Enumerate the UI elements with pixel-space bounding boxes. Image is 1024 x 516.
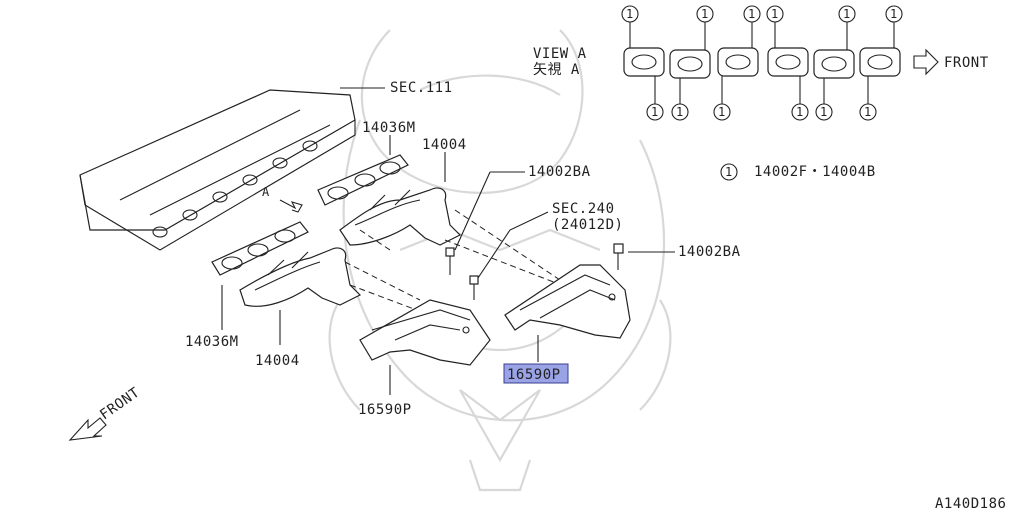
svg-text:1: 1 [843, 7, 850, 21]
gasket-row[interactable] [623, 47, 901, 79]
view-a-jp: 矢視 A [533, 62, 580, 78]
front-arrow-top: FRONT [913, 48, 989, 76]
label-14004-bottom[interactable]: 14004 [255, 353, 300, 369]
svg-text:FRONT: FRONT [97, 385, 143, 424]
svg-text:1: 1 [626, 7, 633, 21]
svg-text:1: 1 [771, 7, 778, 21]
label-sec-240-sub[interactable]: (24012D) [552, 217, 623, 233]
label-sec-240[interactable]: SEC.240 [552, 201, 615, 217]
gasket-14036m-top[interactable] [317, 154, 409, 206]
svg-text:1: 1 [651, 105, 658, 119]
assembly-dashed-lines [344, 209, 601, 331]
exhaust-manifold-14004-top[interactable] [339, 187, 462, 246]
cylinder-head[interactable] [79, 89, 356, 251]
label-16590p-right-selected[interactable]: 16590P [507, 367, 561, 383]
svg-text:1: 1 [864, 105, 871, 119]
svg-text:FRONT: FRONT [944, 55, 989, 71]
view-a-arrow: A [262, 185, 303, 213]
bolt-14002ba-left[interactable] [445, 247, 455, 275]
label-14004-top[interactable]: 14004 [422, 137, 467, 153]
svg-text:1: 1 [796, 105, 803, 119]
view-a-gaskets: 1 1 1 1 1 1 1 1 1 1 1 1 [621, 5, 903, 121]
svg-text:A: A [262, 185, 270, 199]
svg-text:1: 1 [820, 105, 827, 119]
heat-shield-16590p-right[interactable] [504, 264, 631, 339]
heat-shield-16590p-left[interactable] [359, 299, 491, 366]
label-16590p-left[interactable]: 16590P [358, 402, 412, 418]
label-sec-111[interactable]: SEC.111 [390, 80, 453, 96]
svg-text:1: 1 [718, 105, 725, 119]
view-a-title: VIEW A [533, 46, 587, 62]
front-arrow-bottom: FRONT [68, 385, 143, 441]
selection-highlight[interactable] [503, 363, 569, 384]
label-14036m-bottom[interactable]: 14036M [185, 334, 239, 350]
legend-number: 1 [725, 165, 732, 179]
gasket-14036m-bottom[interactable] [211, 221, 309, 276]
exhaust-manifold-14004-bottom[interactable] [239, 247, 362, 307]
watermark-logo [328, 29, 672, 492]
svg-text:1: 1 [676, 105, 683, 119]
label-14002ba-right[interactable]: 14002BA [678, 244, 741, 260]
bolt-14002ba-right[interactable] [613, 243, 624, 270]
bolt-sec240[interactable] [469, 275, 479, 300]
svg-text:1: 1 [748, 7, 755, 21]
svg-text:1: 1 [701, 7, 708, 21]
svg-text:1: 1 [890, 7, 897, 21]
diagram-code: A140D186 [935, 496, 1006, 511]
label-14002ba-left[interactable]: 14002BA [528, 164, 591, 180]
legend-text: 14002F・14004B [754, 164, 876, 180]
legend: 1 14002F・14004B [720, 163, 876, 181]
label-14036m-top[interactable]: 14036M [362, 120, 416, 136]
callout-circles: 1 1 1 1 1 1 1 1 1 1 1 1 [621, 5, 903, 121]
